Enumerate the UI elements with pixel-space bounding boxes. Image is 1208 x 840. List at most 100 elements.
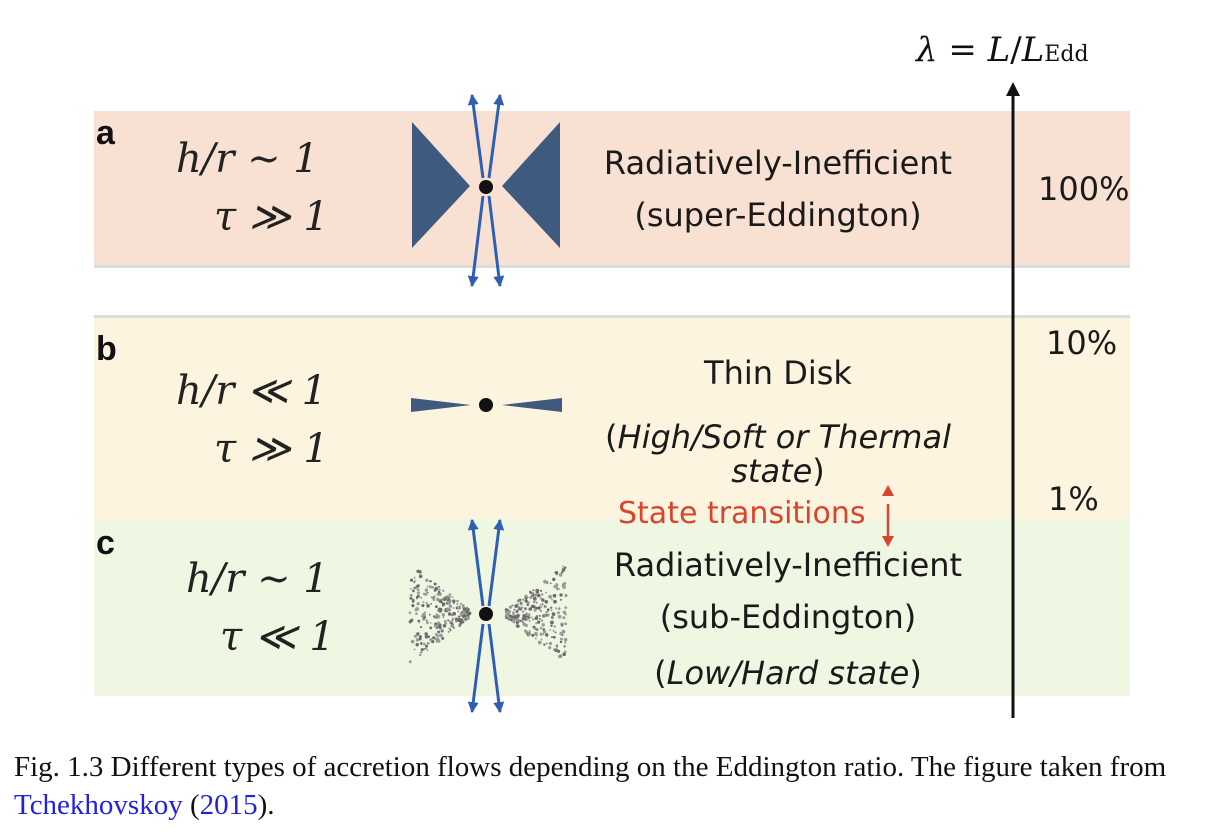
diffuse-flow-speck [539,618,541,620]
diffuse-flow-speck [422,601,424,603]
caption-close: ). [258,789,275,821]
diffuse-flow-speck [534,609,537,612]
row-b-disk-right [502,398,562,412]
diffuse-flow-speck [429,585,432,588]
diffuse-flow-speck [540,590,542,592]
diffuse-flow-speck [520,602,522,604]
diffuse-flow-speck [429,626,432,629]
diffuse-flow-speck [410,588,412,590]
diffuse-flow-speck [540,638,542,640]
diffuse-flow-speck [524,595,527,598]
row-a-disk-left [412,122,470,248]
diffuse-flow-speck [551,599,553,601]
diffuse-flow-speck [460,603,462,605]
diffuse-flow-speck [535,634,538,637]
diffuse-flow-speck [430,580,432,582]
diffuse-flow-speck [423,643,426,646]
diffuse-flow-speck [506,608,508,610]
row-c-jet-up-right [489,520,500,606]
diffuse-flow-speck [411,604,414,607]
diffuse-flow-speck [555,631,557,633]
diffuse-flow-speck [465,610,468,613]
diffuse-flow-speck [551,636,553,638]
diffuse-flow-speck [560,599,562,601]
diffuse-flow-speck [514,617,516,619]
diffuse-flow-speck [410,597,412,599]
diffuse-flow-speck [409,611,412,614]
diffuse-flow-speck [535,622,537,624]
diffuse-flow-speck [436,597,438,599]
diffuse-flow-speck [525,630,528,633]
caption-year-link[interactable]: 2015 [200,789,258,821]
diffuse-flow-speck [426,619,428,621]
diffuse-flow-speck [438,608,441,611]
diffuse-flow-speck [462,612,464,614]
diffuse-flow-speck [420,597,422,599]
diffuse-flow-speck [447,619,449,621]
diffuse-flow-speck [442,590,444,592]
diffuse-flow-speck [435,605,438,608]
diffuse-flow-speck [452,619,454,621]
diffuse-flow-speck [437,621,440,624]
figure-caption: Fig. 1.3 Different types of accretion fl… [14,748,1204,824]
row-c-flow-icon [409,520,568,712]
diffuse-flow-speck [436,637,439,640]
diffuse-flow-speck [421,648,424,651]
caption-open-paren: ( [183,789,200,821]
diffuse-flow-speck [546,614,548,616]
diffuse-flow-speck [412,590,415,593]
diffuse-flow-speck [464,617,466,619]
diffuse-flow-speck [415,612,418,615]
diffuse-flow-speck [462,606,464,608]
diffuse-flow-speck [417,632,420,635]
diffuse-flow-speck [559,593,562,596]
diffuse-flow-speck [545,633,548,636]
diffuse-flow-speck [527,613,530,616]
diffuse-flow-speck [558,615,562,619]
diffuse-flow-speck [514,604,518,608]
diffuse-flow-speck [539,615,541,617]
diffuse-flow-speck [553,636,556,639]
diffuse-flow-speck [531,616,533,618]
diffuse-flow-speck [455,617,458,620]
diffuse-flow-speck [505,612,508,615]
diffuse-flow-speck [522,614,525,617]
diffuse-flow-speck [419,654,422,657]
diffuse-flow-speck [420,626,422,628]
diffuse-flow-speck [561,624,563,626]
diffuse-flow-speck [534,594,537,597]
diffuse-flow-speck [536,629,538,631]
diffuse-flow-speck [548,646,551,649]
diffuse-flow-speck [421,604,424,607]
diffuse-flow-speck [468,618,470,620]
diffuse-flow-speck [457,606,461,610]
diffuse-flow-speck [552,578,555,581]
diffuse-flow-speck [413,587,415,589]
diffuse-flow-speck [413,581,415,583]
diffuse-flow-speck [512,612,515,615]
diffuse-flow-speck [426,621,429,624]
diffuse-flow-speck [519,599,521,601]
diffuse-flow-speck [541,603,543,605]
caption-text: Fig. 1.3 Different types of accretion fl… [14,751,1166,783]
diffuse-flow-speck [443,598,446,601]
diffuse-flow-speck [560,638,563,641]
diffuse-flow-speck [453,627,455,629]
diffuse-flow-speck [536,591,539,594]
diffuse-flow-speck [441,630,443,632]
diffuse-flow-speck [434,583,437,586]
diffuse-flow-speck [561,571,563,573]
diffuse-flow-speck [529,620,531,622]
diffuse-flow-speck [512,619,514,621]
diffuse-flow-speck [564,642,566,644]
diffuse-flow-speck [524,618,527,621]
diffuse-flow-speck [544,605,546,607]
diffuse-flow-speck [508,616,511,619]
row-c-black-hole [479,607,493,621]
diffuse-flow-speck [420,642,423,645]
diffuse-flow-speck [438,586,440,588]
caption-author-link[interactable]: Tchekhovskoy [14,789,183,821]
diffuse-flow-speck [558,650,560,652]
diffuse-flow-speck [425,647,428,650]
row-a-jet-down-right [489,196,500,286]
